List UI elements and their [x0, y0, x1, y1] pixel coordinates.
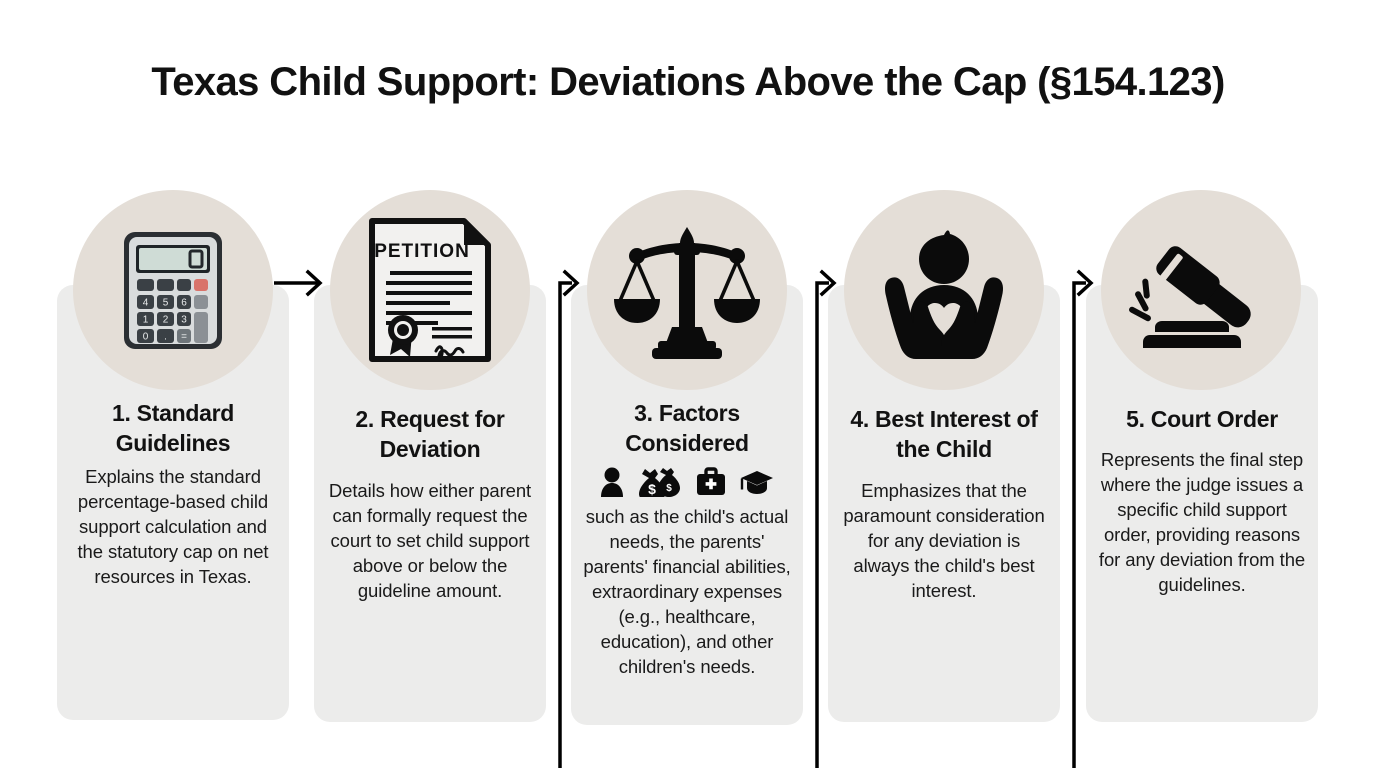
petition-document-icon: PETITION: [369, 218, 491, 362]
step-icon-circle-2: PETITION: [330, 190, 530, 390]
svg-text:3: 3: [181, 315, 187, 326]
svg-text:$: $: [666, 483, 672, 494]
step-description-2: Details how either parent can formally r…: [328, 479, 532, 601]
money-bags-icon: $ $: [639, 467, 680, 497]
step-description-3: such as the child's actual needs, the pa…: [583, 505, 791, 677]
step-icon-circle-3: [587, 190, 787, 390]
step-icon-circle-1: 4 5 6 1 2 3 0. =: [73, 190, 273, 390]
step-body-3: 3. Factors Considered $ $: [571, 398, 803, 680]
svg-text:=: =: [181, 332, 187, 343]
step-icon-circle-4: [844, 190, 1044, 390]
svg-text:1: 1: [143, 315, 149, 326]
step-title-3: 3. Factors Considered: [625, 400, 749, 457]
factor-icons-row: $ $: [583, 465, 791, 499]
step-body-2: 2. Request for Deviation Details how eit…: [314, 404, 546, 604]
svg-text:.: .: [164, 332, 167, 343]
medical-case-icon: [697, 467, 725, 495]
scales-of-justice-icon: [614, 227, 760, 359]
step-icon-circle-5: [1101, 190, 1301, 390]
step-description-4: Emphasizes that the paramount considerat…: [843, 479, 1045, 601]
step-title-5: 5. Court Order: [1126, 406, 1278, 432]
svg-text:6: 6: [181, 298, 187, 309]
person-icon: [601, 467, 623, 497]
step-title-1: 1. Standard Guidelines: [112, 400, 234, 457]
svg-text:PETITION: PETITION: [374, 241, 470, 262]
calculator-icon: 4 5 6 1 2 3 0. =: [124, 232, 222, 349]
page-title: Texas Child Support: Deviations Above th…: [151, 60, 1225, 104]
step-body-5: 5. Court Order Represents the final step…: [1086, 404, 1318, 598]
svg-text:4: 4: [143, 298, 149, 309]
svg-text:5: 5: [163, 298, 169, 309]
svg-text:0: 0: [143, 332, 149, 343]
svg-text:2: 2: [163, 315, 169, 326]
step-body-4: 4. Best Interest of the Child Emphasizes…: [828, 404, 1060, 604]
seal-badge: [388, 315, 418, 357]
step-description-1: Explains the standard percentage-based c…: [77, 465, 269, 587]
step-title-2: 2. Request for Deviation: [355, 406, 505, 463]
gavel-icon: [1129, 246, 1251, 348]
hands-holding-child-heart-icon: [885, 230, 1003, 359]
graduation-cap-icon: [740, 470, 773, 494]
step-title-4: 4. Best Interest of the Child: [850, 406, 1038, 463]
svg-text:$: $: [648, 481, 656, 497]
step-description-5: Represents the final step where the judg…: [1098, 449, 1306, 596]
step-body-1: 1. Standard Guidelines Explains the stan…: [57, 398, 289, 590]
